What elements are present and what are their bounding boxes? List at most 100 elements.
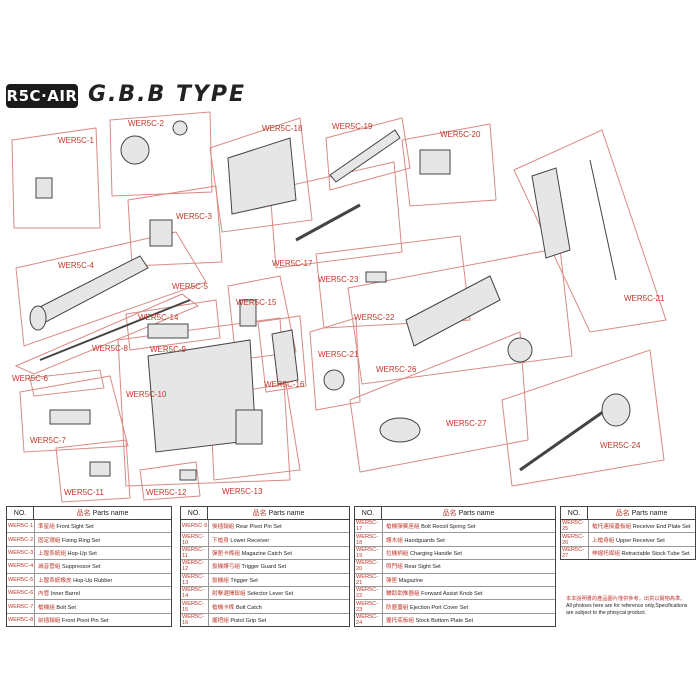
group-label-wer5c-12: WER5C-12 (146, 488, 187, 497)
disclaimer-note: 本本說明書的產品圖片僅供參考，出貨以實物為準。 All photoes here… (566, 596, 690, 617)
group-label-wer5c-3: WER5C-3 (176, 212, 213, 221)
magazine-part (531, 167, 571, 259)
group-label-wer5c-8: WER5C-8 (92, 344, 129, 353)
group-outline-2 (109, 111, 213, 197)
group-label-wer5c-5: WER5C-5 (172, 282, 209, 291)
magazine-spring-part (589, 159, 617, 281)
upper-receiver-part (405, 275, 501, 347)
inner-barrel-part (39, 299, 191, 361)
group-outline-11 (55, 439, 131, 503)
suppressor-cap-part (29, 305, 47, 331)
charging-handle-part (329, 129, 401, 183)
stock-tube-part (379, 417, 421, 443)
group-outline-15 (227, 275, 297, 361)
group-label-wer5c-27: WER5C-27 (446, 419, 487, 428)
group-outline-4 (15, 231, 207, 347)
group-label-wer5c-9: WER5C-9 (150, 345, 187, 354)
pistol-grip-part (271, 329, 299, 385)
disclaimer-zh: 本本說明書的產品圖片僅供參考，出貨以實物為準。 (566, 596, 686, 602)
table-header: NO. 品名 Parts name (561, 507, 695, 520)
recoil-spring-part (295, 203, 361, 242)
table-header: NO. 品名 Parts name (181, 507, 349, 520)
group-outline-26 (347, 247, 573, 385)
group-label-wer5c-24: WER5C-24 (600, 441, 641, 450)
group-label-wer5c-14: WER5C-14 (138, 313, 179, 322)
group-labels: WER5C-1 WER5C-2 WER5C-3 WER5C-4 WER5C-5 … (12, 119, 665, 497)
group-outline-17 (269, 161, 403, 269)
group-label-wer5c-15: WER5C-15 (236, 298, 277, 307)
disclaimer-en: All photoes here are for reference only,… (566, 603, 688, 616)
magazine-catch-part (89, 461, 111, 477)
fixing-ring-small-part (172, 120, 188, 136)
group-outline-20 (401, 123, 497, 207)
stock-plate-part (601, 393, 631, 427)
fixing-ring-part (120, 135, 150, 165)
group-label-wer5c-11: WER5C-11 (64, 488, 104, 497)
group-outline-19 (325, 117, 411, 191)
group-outline-12 (139, 461, 201, 501)
table-header: NO. 品名 Parts name (7, 507, 171, 520)
front-sight-part (35, 177, 53, 199)
group-outline-13 (209, 383, 301, 481)
selector-part (147, 323, 189, 339)
group-outline-14 (125, 299, 221, 351)
group-outline-1 (11, 127, 101, 229)
type-title: G.B.B TYPE (88, 82, 247, 107)
group-label-wer5c-21b: WER5C-21 (318, 350, 359, 359)
bolt-catch-part (239, 299, 257, 327)
group-outline-27 (349, 331, 529, 473)
group-label-wer5c-6: WER5C-6 (12, 374, 49, 383)
group-label-wer5c-26: WER5C-26 (376, 365, 417, 374)
group-outline-21 (513, 129, 667, 333)
trigger-guard-part (179, 469, 197, 481)
group-label-wer5c-1: WER5C-1 (58, 136, 95, 145)
group-label-wer5c-19: WER5C-19 (332, 122, 373, 131)
group-label-wer5c-22: WER5C-22 (354, 313, 395, 322)
group-outline-24 (501, 349, 665, 487)
group-outline-21b (309, 317, 361, 411)
group-label-wer5c-20: WER5C-20 (440, 130, 481, 139)
hop-up-part (149, 219, 173, 247)
group-label-wer5c-4: WER5C-4 (58, 261, 95, 270)
forward-assist-ring-part (323, 369, 345, 391)
exploded-diagram: WER5C-1 WER5C-2 WER5C-3 WER5C-4 WER5C-5 … (11, 111, 667, 503)
brand-logo: R5C·AIR (6, 84, 78, 108)
group-label-wer5c-16: WER5C-16 (264, 380, 305, 389)
group-outline-7 (19, 375, 129, 453)
group-label-wer5c-10: WER5C-10 (126, 390, 167, 399)
group-label-wer5c-17: WER5C-17 (272, 259, 313, 268)
group-outline-16 (257, 315, 307, 393)
group-label-wer5c-18: WER5C-18 (262, 124, 303, 133)
trigger-part (235, 409, 263, 445)
group-outline-3 (127, 185, 223, 267)
end-plate-part (507, 337, 533, 363)
group-label-wer5c-23: WER5C-23 (318, 275, 359, 284)
group-outline-10 (117, 317, 291, 487)
